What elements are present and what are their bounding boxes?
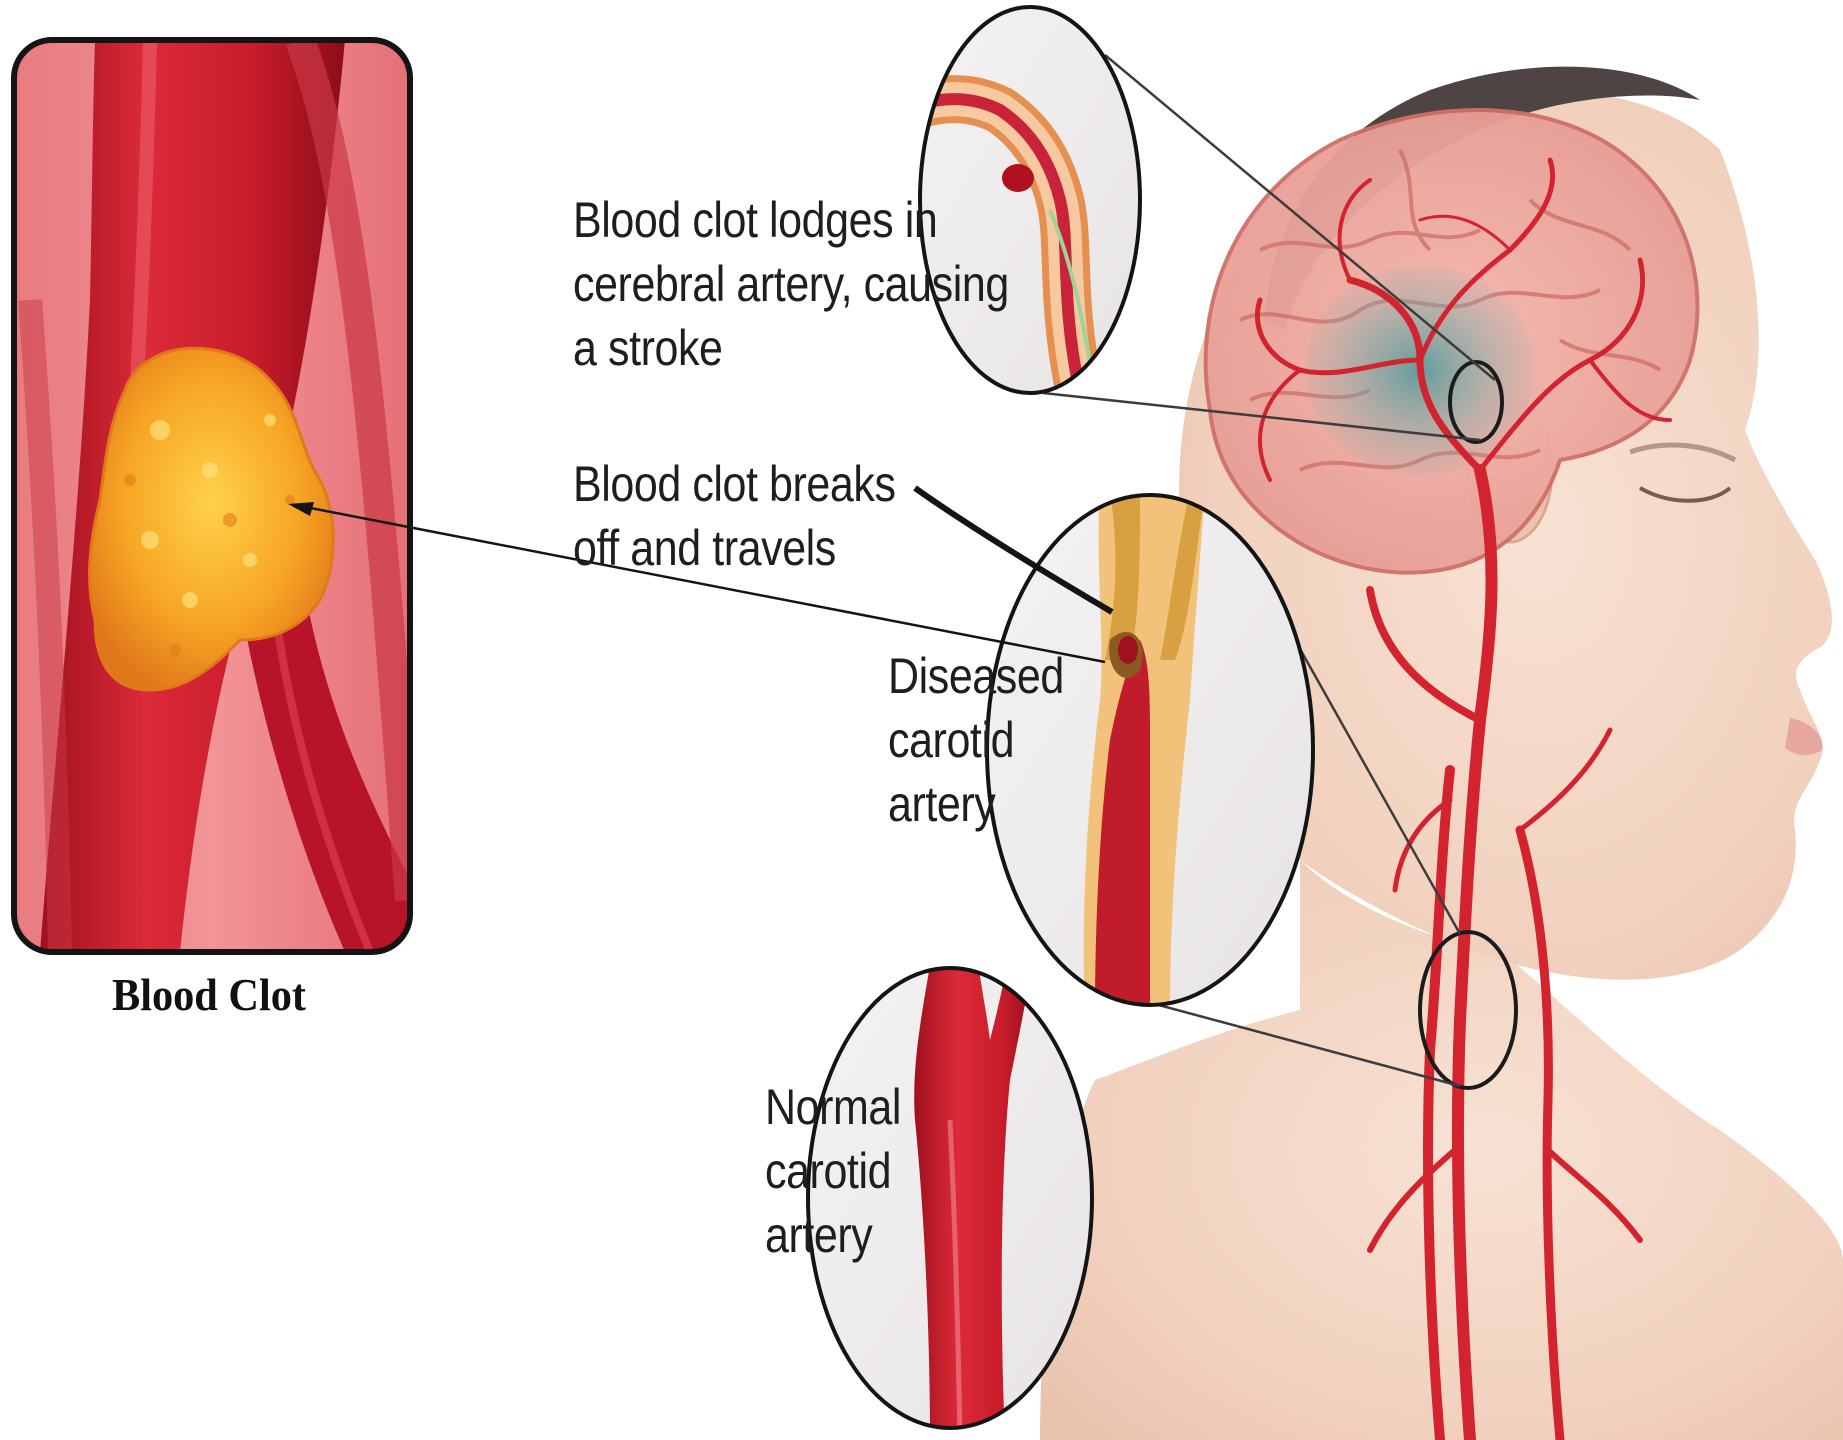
label-clot-lodges-line1: Blood clot lodges in <box>573 188 1009 252</box>
label-clot-lodges-line2: cerebral artery, causing <box>573 252 1009 316</box>
label-diseased-carotid: Diseased carotid artery <box>888 644 1064 836</box>
label-normal-line2: carotid <box>765 1139 901 1203</box>
label-clot-lodges-line3: a stroke <box>573 316 1009 380</box>
label-normal-carotid: Normal carotid artery <box>765 1075 901 1267</box>
label-clot-lodges: Blood clot lodges in cerebral artery, ca… <box>573 188 1009 380</box>
label-normal-line1: Normal <box>765 1075 901 1139</box>
lips <box>1785 718 1822 755</box>
blood-clot-caption: Blood Clot <box>112 968 306 1021</box>
label-normal-line3: artery <box>765 1203 901 1267</box>
blood-clot-inset <box>14 40 410 952</box>
label-diseased-line3: artery <box>888 772 1064 836</box>
label-clot-breaks: Blood clot breaks off and travels <box>573 452 896 580</box>
label-diseased-line2: carotid <box>888 708 1064 772</box>
label-diseased-line1: Diseased <box>888 644 1064 708</box>
label-clot-breaks-line1: Blood clot breaks <box>573 452 896 516</box>
label-clot-breaks-line2: off and travels <box>573 516 896 580</box>
